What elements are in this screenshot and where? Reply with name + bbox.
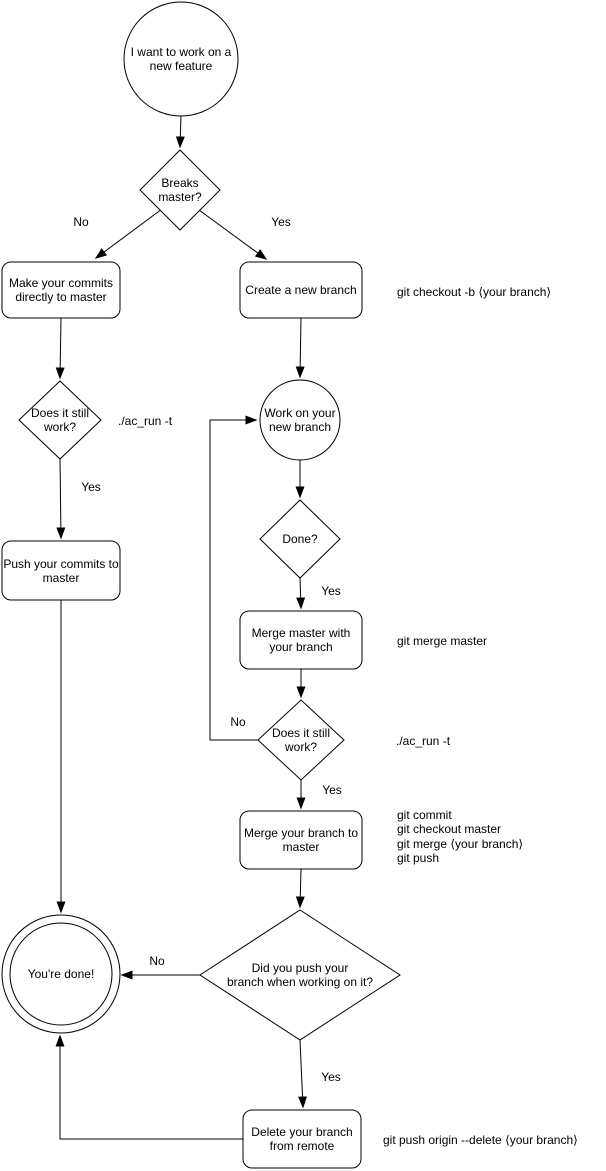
still-work-left-line1: Does it still [30,406,89,420]
breaks-no-label: No [73,215,89,229]
make-commits-label: Make your commits directly to master [4,262,118,318]
start-circle [123,1,239,117]
work-branch-circle [259,379,341,461]
make-commits-rect [1,261,121,319]
work-branch-line1: Work on your [264,406,336,420]
merge-branch-line2: master [282,840,320,854]
done-question-label: Done? [260,500,340,578]
merge-cmd-line2: git checkout master [397,822,502,837]
did-you-push-diamond [199,909,401,1041]
did-you-push-line2: branch when working on it? [226,975,374,989]
delete-remote-line2: from remote [269,1139,335,1153]
make-commits-line2: directly to master [15,290,107,304]
delete-remote-label: Delete your branch from remote [243,1110,361,1168]
work-yes-label: Yes [81,480,101,494]
done-question-line1: Done? [282,532,318,546]
breaks-master-diamond [139,149,221,231]
ac-run-right-annotation: ./ac_run -t [396,734,451,748]
merge-branch-rect [239,810,363,870]
youre-done-inner-circle [9,922,113,1026]
create-branch-rect [239,261,363,319]
push-commits-label: Push your commits to master [2,541,120,600]
youre-done-label: You're done! [2,915,120,1033]
push-commits-line2: master [42,570,80,585]
merge-cmd-line1: git commit [397,808,452,822]
still-work-no-label: No [230,715,246,729]
merge-master-line1: Merge master with [251,626,351,640]
breaks-label-line1: Breaks [161,176,199,190]
still-work-right-line1: Does it still [271,726,330,740]
did-you-push-line1: Did you push your [251,961,349,975]
merge-cmd-line3: git merge ⟨your branch⟩ [397,836,524,851]
merge-cmd-line4: git push [397,851,440,866]
breaks-master-label: Breaks master? [140,150,220,230]
edge-create-to-work [295,317,305,379]
start-label-line2: new feature [149,59,213,73]
still-work-right-line2: work? [284,740,317,754]
still-work-left-line2: work? [43,420,76,434]
edge-breaks-no [94,208,163,259]
still-work-left-diamond [18,380,102,460]
work-branch-label: Work on your new branch [261,380,339,460]
merge-master-rect [239,610,363,670]
delete-remote-line1: Delete your branch [251,1125,353,1139]
ac-run-left-annotation: ./ac_run -t [118,414,173,428]
breaks-yes-label: Yes [271,215,291,229]
start-label: I want to work on a new feature [128,2,234,116]
done-yes-label: Yes [321,584,341,598]
merge-master-label: Merge master with your branch [241,611,361,669]
edge-make-to-stillwork [55,317,65,380]
push-yes-label: Yes [321,1070,341,1084]
edge-didpush-yes [298,1039,308,1109]
still-work-left-label: Does it still work? [19,381,101,459]
did-you-push-label: Did you push your branch when working on… [210,910,390,1040]
push-commits-line1: Push your commits to [3,556,119,571]
merge-branch-line1: Merge your branch to [243,826,359,840]
delete-remote-rect [242,1109,362,1169]
breaks-label-line2: master? [158,190,202,204]
push-no-label: No [149,954,165,968]
edge-stillwork-yes-to-push [56,458,66,540]
checkout-branch-annotation: git checkout -b ⟨your branch⟩ [397,285,552,299]
push-delete-annotation: git push origin --delete ⟨your branch⟩ [383,1133,578,1147]
push-commits-rect [1,540,121,601]
edge-donequestion-yes [296,577,306,610]
merge-branch-label: Merge your branch to master [241,811,361,869]
merge-master-line2: your branch [269,640,333,654]
edge-stillwork-no-loop [209,415,258,741]
create-branch-label: Create a new branch [241,262,361,318]
work-branch-line2: new branch [268,420,332,434]
edge-delete-to-done-loop [55,1034,243,1140]
edge-merge-to-didpush [295,868,305,909]
still-work-yes-label: Yes [322,783,342,797]
create-branch-line1: Create a new branch [245,283,357,297]
start-label-line1: I want to work on a [130,45,232,59]
edge-breaks-yes [198,209,268,260]
merge-to-master-cmds-annotation: git commit git checkout master git merge… [397,808,523,866]
still-work-right-diamond [257,699,345,781]
youre-done-line1: You're done! [27,967,95,981]
make-commits-line1: Make your commits [8,276,114,290]
done-question-diamond [259,499,341,579]
edge-start-to-breaks [175,115,185,149]
merge-master-cmd-annotation: git merge master [397,634,488,648]
still-work-right-label: Does it still work? [258,700,344,780]
